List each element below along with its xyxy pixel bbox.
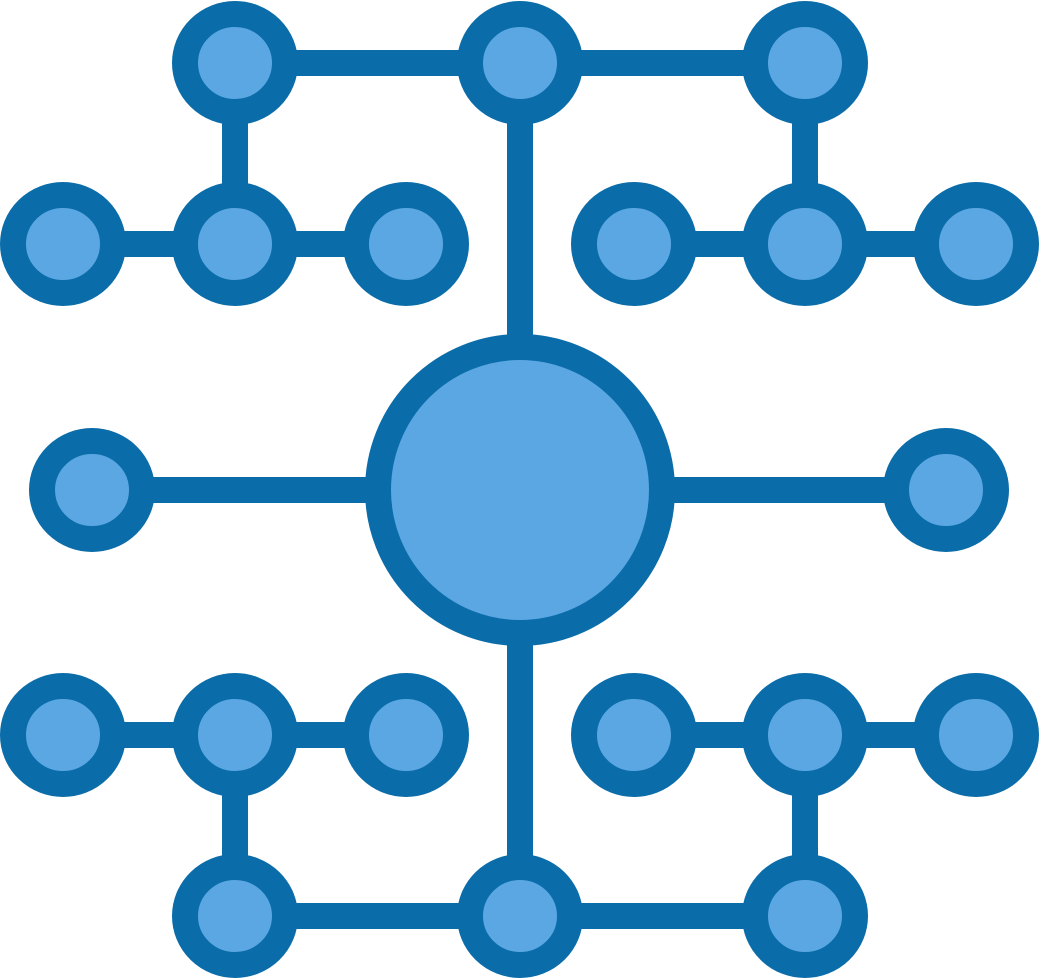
- central-hub-node: [365, 334, 675, 646]
- top-center-node: [457, 1, 583, 125]
- middle-right-node: [883, 428, 1009, 552]
- bottom-left-node: [172, 854, 298, 978]
- top-left-node: [172, 1, 298, 125]
- upper-left-middle-node: [172, 182, 298, 306]
- upper-right-middle-node: [742, 182, 868, 306]
- lower-right-outer-node: [913, 673, 1039, 797]
- bottom-center-node: [457, 854, 583, 978]
- top-right-node: [742, 1, 868, 125]
- upper-left-inner-node: [343, 182, 469, 306]
- bottom-right-node: [742, 854, 868, 978]
- middle-left-node: [29, 428, 155, 552]
- upper-right-inner-node: [571, 182, 697, 306]
- lower-left-outer-node: [0, 673, 126, 797]
- lower-right-middle-node: [742, 673, 868, 797]
- lower-left-inner-node: [343, 673, 469, 797]
- lower-left-middle-node: [172, 673, 298, 797]
- lower-right-inner-node: [571, 673, 697, 797]
- upper-left-outer-node: [0, 182, 126, 306]
- upper-right-outer-node: [913, 182, 1039, 306]
